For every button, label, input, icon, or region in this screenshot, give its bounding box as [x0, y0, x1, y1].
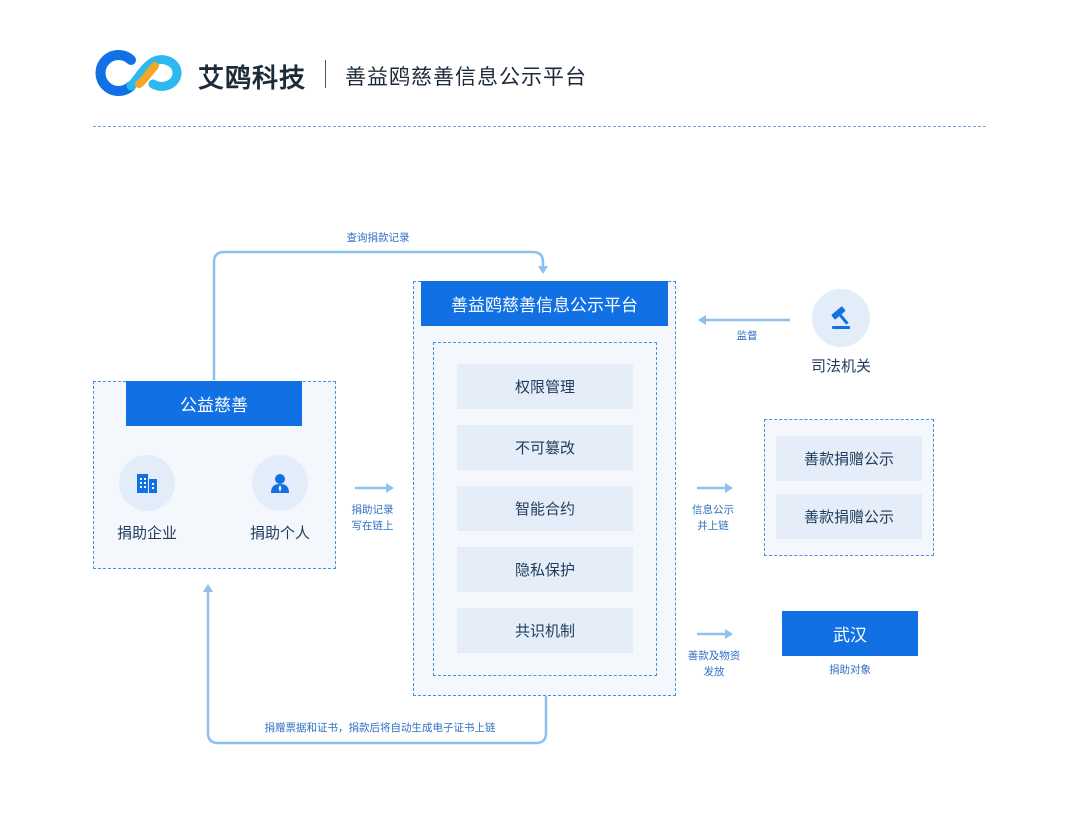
recipient-sublabel: 捐助对象 — [829, 664, 871, 676]
platform-subtitle: 善益鸥慈善信息公示平台 — [345, 65, 587, 89]
feature-smart-contract: 智能合约 — [457, 486, 633, 531]
feature-privacy-protection: 隐私保护 — [457, 547, 633, 592]
certificate-flow-line — [203, 584, 548, 745]
charity-panel-title: 公益慈善 — [126, 381, 302, 426]
donor-enterprise-label: 捐助企业 — [116, 524, 177, 542]
supervision-label: 监督 — [736, 330, 758, 342]
write-flow-label-2: 写在链上 — [351, 520, 394, 532]
person-icon — [252, 455, 308, 511]
brand-name: 艾鸥科技 — [198, 64, 307, 94]
company-logo — [93, 46, 183, 100]
distribution-label-1: 善款及物资 — [687, 650, 741, 662]
feature-permission-management: 权限管理 — [457, 364, 633, 409]
donor-individual-label: 捐助个人 — [249, 524, 310, 542]
query-flow-label: 查询捐款记录 — [346, 232, 410, 244]
feature-tamper-proof: 不可篡改 — [457, 425, 633, 470]
publicity-item-2: 善款捐赠公示 — [776, 494, 922, 539]
platform-panel-title: 善益鸥慈善信息公示平台 — [421, 281, 668, 326]
header-divider — [325, 60, 326, 88]
distribution-label-2: 发放 — [703, 666, 725, 678]
write-flow-label-1: 捐助记录 — [351, 504, 394, 516]
query-flow-line — [212, 250, 548, 380]
publicity-label-1: 信息公示 — [692, 504, 734, 516]
certificate-flow-label: 捐赠票据和证书，捐款后将自动生成电子证书上链 — [264, 722, 496, 734]
feature-consensus-mechanism: 共识机制 — [457, 608, 633, 653]
gavel-icon — [812, 289, 870, 347]
platform-inner-frame — [433, 342, 657, 676]
recipient-wuhan: 武汉 — [782, 611, 918, 656]
judicial-authority-label: 司法机关 — [810, 357, 871, 375]
publicity-item-1: 善款捐赠公示 — [776, 436, 922, 481]
header-dashed-rule — [93, 126, 986, 127]
enterprise-icon — [119, 455, 175, 511]
publicity-label-2: 并上链 — [697, 520, 729, 532]
